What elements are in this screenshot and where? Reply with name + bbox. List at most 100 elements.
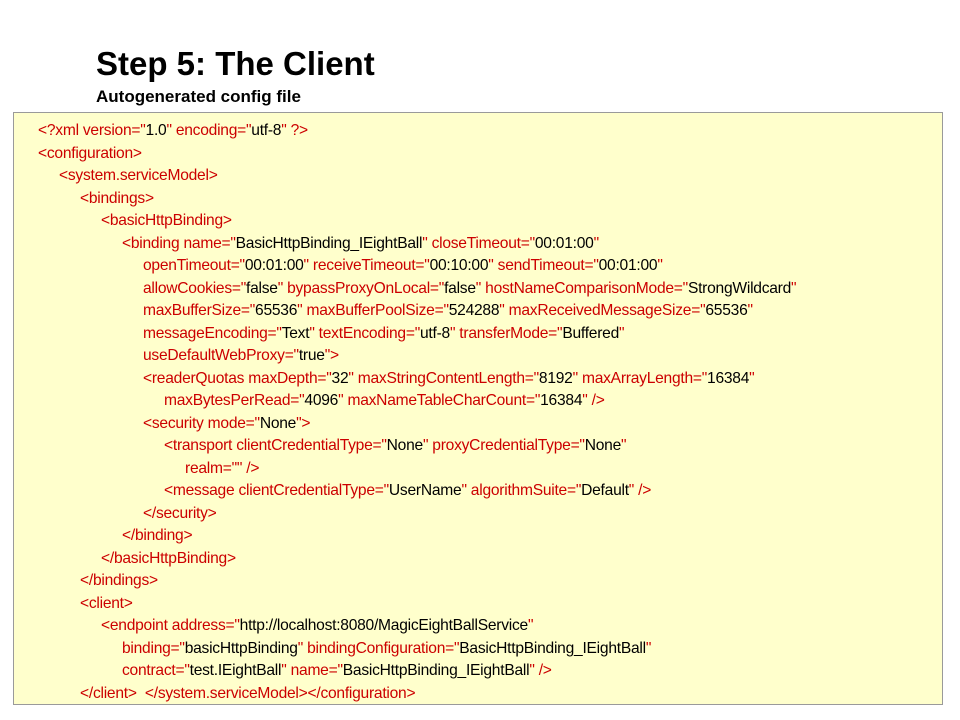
- markup-token: </client>: [80, 684, 137, 702]
- attribute-value: None: [259, 414, 297, 432]
- code-line: <transport clientCredentialType="None" p…: [14, 435, 796, 458]
- markup-token: " />: [582, 392, 605, 409]
- code-line: <system.serviceModel>: [14, 165, 796, 188]
- attribute-value: None: [386, 437, 424, 454]
- markup-token: allowCookies=": [143, 279, 247, 297]
- markup-token: " proxyCredentialType=": [422, 437, 585, 454]
- markup-token: " receiveTimeout=": [303, 257, 430, 274]
- markup-token: " maxBufferPoolSize=": [297, 302, 449, 319]
- code-line: openTimeout=" 00:01:00 " receiveTimeout="0…: [14, 255, 796, 278]
- markup-token: " maxArrayLength=": [572, 369, 708, 387]
- markup-token: <bindings>: [80, 189, 154, 207]
- code-line: binding="basicHttpBinding" bindingConfig…: [14, 638, 796, 661]
- code-line: <security mode="None">: [14, 413, 796, 436]
- markup-token: <?xml version=": [38, 122, 146, 139]
- markup-token: " />: [628, 482, 652, 499]
- code-line: <message clientCredentialType="UserName"…: [14, 480, 796, 503]
- markup-token: messageEncoding=": [143, 324, 282, 342]
- attribute-value: 00:01:00: [598, 257, 658, 274]
- markup-token: contract=": [122, 662, 190, 679]
- markup-token: </basicHttpBinding>: [101, 549, 236, 567]
- markup-token: ": [621, 437, 627, 454]
- markup-token: " encoding=": [166, 122, 252, 139]
- code-line: <bindings>: [14, 188, 796, 211]
- markup-token: openTimeout=": [143, 257, 245, 274]
- attribute-value: 65536: [705, 302, 748, 319]
- attribute-value: false: [246, 279, 278, 297]
- attribute-value: Default: [581, 482, 629, 499]
- markup-token: <basicHttpBinding>: [101, 212, 232, 229]
- attribute-value: Buffered: [562, 324, 619, 342]
- markup-token: [137, 685, 145, 702]
- attribute-value: test.IEightBall: [189, 662, 282, 679]
- attribute-value: StrongWildcard: [687, 279, 792, 297]
- code-line: <readerQuotas maxDepth="32" maxStringCon…: [14, 368, 796, 391]
- markup-token: <security mode=": [143, 414, 260, 432]
- attribute-value: 524288: [448, 302, 500, 319]
- markup-token: " transferMode=": [449, 324, 563, 342]
- markup-token: " bindingConfiguration=": [297, 639, 460, 657]
- code-line: messageEncoding="Text" textEncoding="utf…: [14, 323, 796, 346]
- markup-token: </bindings>: [80, 572, 158, 589]
- markup-token: ">: [296, 414, 311, 432]
- code-line: <?xml version="1.0" encoding="utf-8" ?>: [14, 120, 796, 143]
- markup-token: " closeTimeout=": [422, 234, 535, 252]
- markup-token: " hostNameComparisonMode=": [475, 279, 688, 297]
- markup-token: </security>: [143, 504, 217, 522]
- attribute-value: None: [584, 437, 622, 454]
- attribute-value: utf-8: [251, 122, 282, 139]
- markup-token: <endpoint address=": [101, 617, 240, 634]
- attribute-value: UserName: [388, 482, 462, 499]
- markup-token: " ?>: [281, 122, 308, 139]
- markup-token: ": [527, 617, 534, 634]
- markup-token: " maxNameTableCharCount=": [338, 392, 541, 409]
- markup-token: </system.serviceModel></configuration>: [144, 684, 416, 702]
- attribute-value: true: [298, 347, 325, 364]
- slide-title: Step 5: The Client: [96, 45, 375, 82]
- code-line: maxBytesPerRead="4096" maxNameTableCharC…: [14, 390, 796, 413]
- attribute-value: 1.0: [145, 122, 167, 139]
- markup-token: maxBufferSize=": [143, 302, 256, 319]
- config-code-box: <?xml version="1.0" encoding="utf-8" ?><…: [13, 112, 943, 705]
- markup-token: ": [645, 639, 652, 657]
- markup-token: ": [657, 257, 663, 274]
- markup-token: <binding name=": [122, 234, 236, 252]
- markup-token: ": [747, 302, 754, 319]
- attribute-value: 16384: [707, 369, 750, 387]
- markup-token: </binding>: [122, 527, 193, 544]
- code-line: allowCookies="false" bypassProxyOnLocal=…: [14, 278, 797, 301]
- markup-token: " maxReceivedMessageSize=": [499, 302, 706, 319]
- attribute-value: utf-8: [419, 324, 450, 342]
- markup-token: useDefaultWebProxy=": [143, 347, 299, 364]
- markup-token: ": [749, 369, 755, 387]
- attribute-value: BasicHttpBinding_IEightBall: [459, 639, 646, 657]
- attribute-value: 65536: [255, 302, 298, 319]
- markup-token: " name=": [281, 662, 343, 679]
- markup-token: binding=": [122, 639, 185, 657]
- markup-token: <client>: [80, 594, 133, 612]
- code-line: <configuration>: [14, 143, 796, 166]
- code-line: </security>: [14, 503, 796, 526]
- code-line: </client> </system.serviceModel></config…: [14, 683, 796, 706]
- markup-token: " textEncoding=": [309, 324, 420, 342]
- attribute-value: 00:10:00: [429, 257, 489, 274]
- code-line: </binding>: [14, 525, 796, 548]
- attribute-value: Text: [281, 324, 310, 342]
- markup-token: <transport clientCredentialType=": [164, 437, 387, 454]
- attribute-value: 4096: [304, 392, 339, 409]
- code-line: <basicHttpBinding>: [14, 210, 796, 233]
- markup-token: ">: [324, 347, 339, 364]
- markup-token: ": [619, 324, 625, 342]
- attribute-value: 16384: [540, 392, 583, 409]
- attribute-value: http://localhost:8080/MagicEightBallServ…: [239, 617, 529, 634]
- attribute-value: 00:01:00: [534, 234, 594, 252]
- code-line: useDefaultWebProxy="true">: [14, 345, 796, 368]
- markup-token: <readerQuotas maxDepth=": [143, 369, 332, 387]
- attribute-value: BasicHttpBinding_IEightBall: [235, 234, 423, 252]
- code-line: contract="test.IEightBall" name="BasicHt…: [14, 660, 796, 683]
- markup-token: " />: [529, 662, 552, 679]
- markup-token: ": [791, 279, 797, 297]
- code-line: realm="" />: [14, 458, 796, 481]
- markup-token: " sendTimeout=": [488, 257, 599, 274]
- markup-token: maxBytesPerRead=": [164, 392, 305, 409]
